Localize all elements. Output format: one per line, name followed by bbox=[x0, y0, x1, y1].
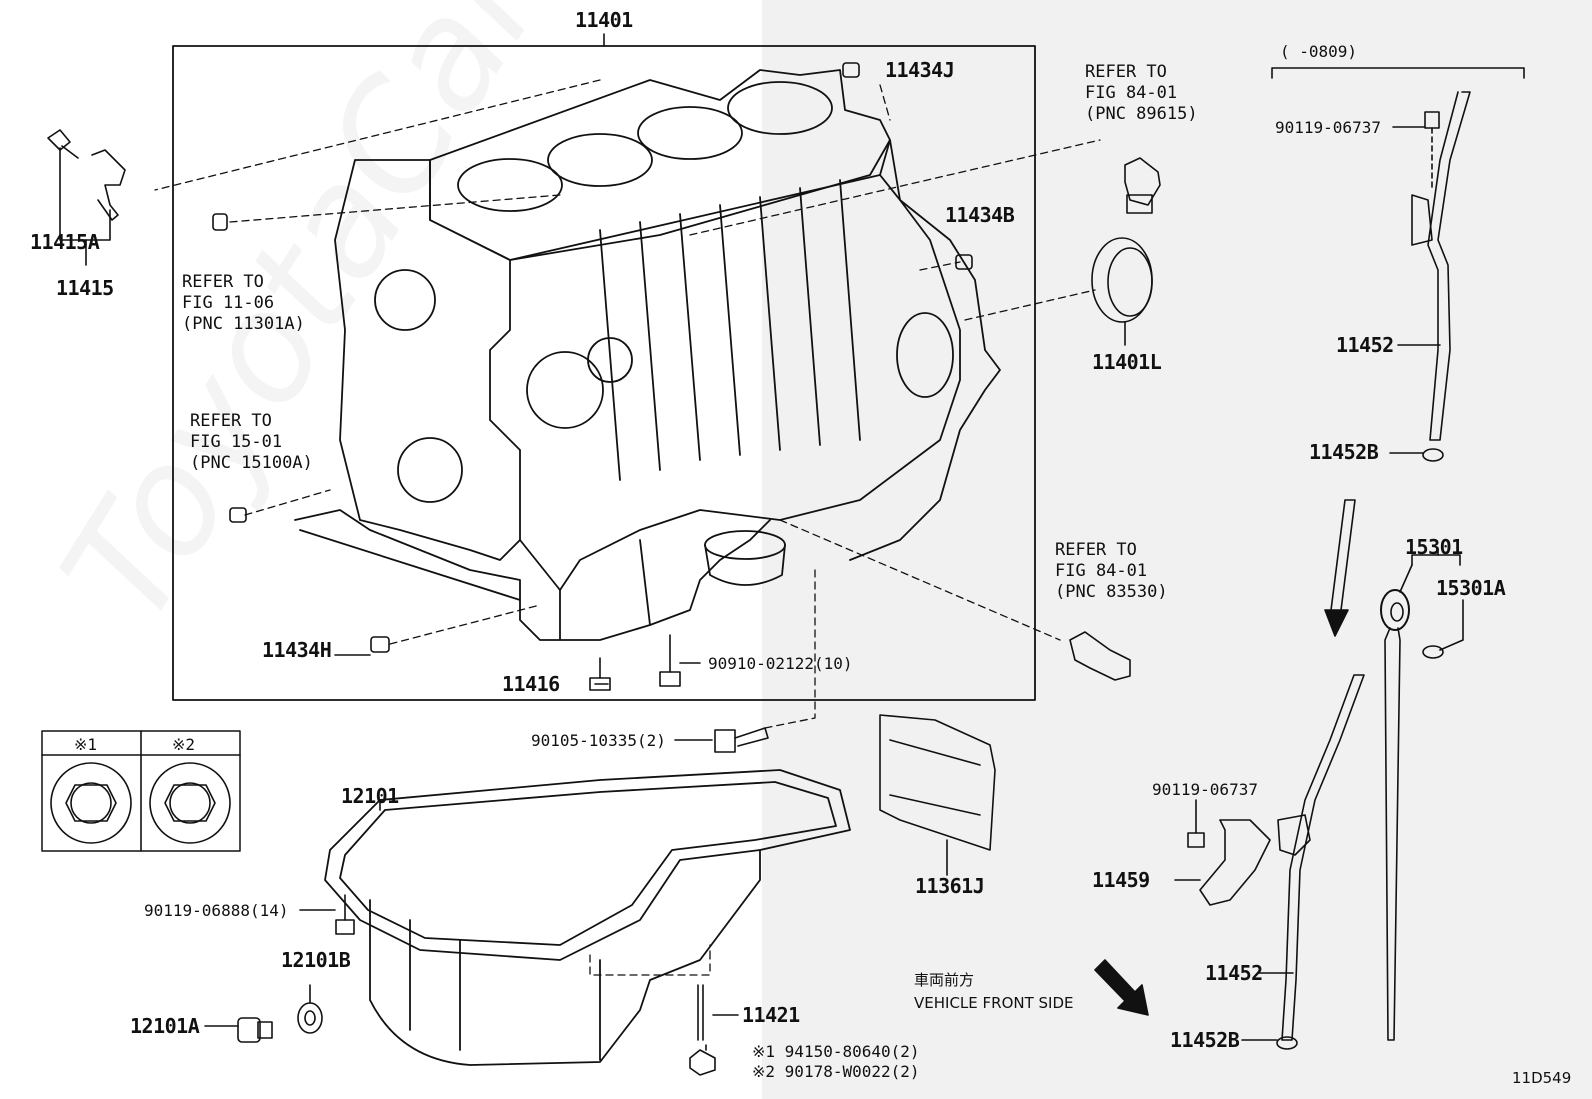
label-11452-bottom: 11452 bbox=[1205, 961, 1263, 985]
label-11434J: 11434J bbox=[885, 58, 955, 82]
bolt-90119-06737-bot bbox=[1187, 799, 1205, 848]
date-range-bracket bbox=[1271, 67, 1525, 79]
part-11415-sensor bbox=[47, 129, 126, 266]
part-12101-oil-pan bbox=[324, 769, 851, 1066]
label-90119-06737-top: 90119-06737 bbox=[1275, 118, 1381, 137]
stud-11421 bbox=[697, 984, 704, 1041]
label-11452B-bottom: 11452B bbox=[1170, 1028, 1240, 1052]
label-11416: 11416 bbox=[502, 672, 560, 696]
part-12101A-drain-plug bbox=[237, 1017, 273, 1043]
label-11401: 11401 bbox=[575, 8, 633, 32]
label-90119-06737-bottom: 90119-06737 bbox=[1152, 780, 1258, 799]
label-94150-80640: ※1 94150-80640(2) bbox=[752, 1042, 920, 1061]
label-12101A: 12101A bbox=[130, 1014, 200, 1038]
label-12101: 12101 bbox=[341, 784, 399, 808]
label-11434B: 11434B bbox=[945, 203, 1015, 227]
nut-94150 bbox=[689, 1049, 716, 1076]
part-11452-guide-top bbox=[1411, 91, 1471, 441]
legend-col1: ※1 bbox=[74, 735, 98, 754]
label-vehicle-front-jp: 車両前方 bbox=[914, 971, 975, 989]
part-11401L-seal bbox=[1091, 237, 1153, 323]
label-90178-W0022: ※2 90178-W0022(2) bbox=[752, 1062, 920, 1081]
label-90119-06888: 90119-06888(14) bbox=[144, 901, 289, 920]
label-11421: 11421 bbox=[742, 1003, 800, 1027]
vehicle-front-arrow-icon bbox=[1094, 959, 1149, 1016]
bolt-90119-06737-top bbox=[1424, 111, 1440, 191]
part-11361J-baffle bbox=[879, 714, 996, 851]
background-panel bbox=[762, 0, 1592, 1099]
bolt-11416 bbox=[589, 657, 611, 691]
label-11434H: 11434H bbox=[262, 638, 332, 662]
part-15301-dipstick bbox=[1380, 589, 1410, 1041]
label-90105-10335: 90105-10335(2) bbox=[531, 731, 666, 750]
label-11452B-top: 11452B bbox=[1309, 440, 1379, 464]
leader-lines bbox=[154, 79, 1101, 976]
label-11401L: 11401L bbox=[1092, 350, 1162, 374]
bolt-90910 bbox=[659, 634, 681, 687]
label-date-range: ( -0809) bbox=[1280, 42, 1358, 61]
label-vehicle-front-en: VEHICLE FRONT SIDE bbox=[914, 994, 1074, 1012]
label-12101B: 12101B bbox=[281, 948, 351, 972]
part-oil-pressure-switch bbox=[1069, 631, 1131, 681]
legend-table bbox=[41, 730, 241, 852]
part-knock-sensor bbox=[1124, 157, 1161, 214]
label-15301: 15301 bbox=[1405, 535, 1463, 559]
label-11452-top: 11452 bbox=[1336, 333, 1394, 357]
part-11452-guide-bottom bbox=[1277, 674, 1365, 1041]
dowel-pins bbox=[212, 62, 973, 653]
engine-block-frame bbox=[172, 45, 1036, 701]
legend-col2: ※2 bbox=[172, 735, 196, 754]
label-11415: 11415 bbox=[56, 276, 114, 300]
bolt-90119-06888 bbox=[335, 894, 355, 935]
label-90910-02122: 90910-02122(10) bbox=[708, 654, 853, 673]
label-11361J: 11361J bbox=[915, 874, 985, 898]
bolt-90105 bbox=[714, 727, 769, 753]
diagram-code: 11D549 bbox=[1512, 1069, 1572, 1087]
label-11459: 11459 bbox=[1092, 868, 1150, 892]
cylinder-block bbox=[294, 69, 1001, 641]
part-12101B-washer bbox=[297, 1002, 323, 1034]
part-11459-bracket bbox=[1199, 819, 1271, 906]
arrow-down-icon bbox=[1324, 499, 1356, 637]
label-15301A: 15301A bbox=[1436, 576, 1506, 600]
label-11415A: 11415A bbox=[30, 230, 100, 254]
